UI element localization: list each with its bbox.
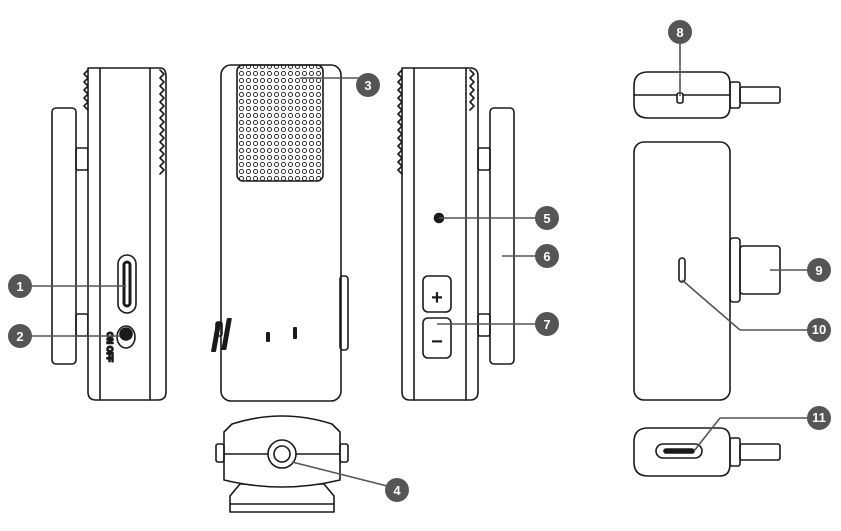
callout-10-number: 10 [812, 322, 826, 337]
transmitter-front-view [211, 64, 349, 402]
callout-2: 2 [8, 324, 32, 348]
brand-logo-icon [211, 318, 297, 352]
callout-6: 6 [535, 244, 559, 268]
callout-4-number: 4 [393, 483, 401, 498]
receiver-top-view [633, 71, 781, 119]
clip-right [489, 107, 515, 365]
callout-4: 4 [385, 478, 409, 502]
callout-5-number: 5 [543, 211, 550, 226]
on-off-switch [116, 325, 136, 349]
transmitter-left-view [51, 67, 167, 401]
audio-jack [267, 439, 297, 469]
callout-10: 10 [807, 318, 831, 342]
charging-port [655, 443, 703, 459]
callout-11: 11 [807, 406, 831, 430]
callout-11-number: 11 [812, 410, 826, 425]
callout-8: 8 [668, 20, 692, 44]
callout-7: 7 [535, 312, 559, 336]
clip-hinge [75, 147, 89, 171]
clip [51, 107, 77, 365]
indicator-light [678, 257, 686, 283]
callout-leaders [27, 44, 817, 489]
transmitter-right-view [397, 67, 515, 401]
callout-9-number: 9 [815, 263, 822, 278]
volume-minus-label: − [431, 331, 443, 353]
callout-7-number: 7 [543, 317, 550, 332]
power-button [117, 254, 137, 314]
callout-1-number: 1 [16, 279, 23, 294]
switch-on-label: ON [105, 332, 114, 344]
microphone-mesh [236, 64, 324, 182]
callout-2-number: 2 [16, 329, 23, 344]
callout-9: 9 [807, 258, 831, 282]
receiver-bottom-view [633, 427, 781, 477]
volume-down-button [422, 317, 452, 359]
transmitter-top-view [215, 415, 349, 513]
callout-5: 5 [535, 206, 559, 230]
receiver-front-view [633, 141, 781, 401]
callout-3: 3 [356, 73, 380, 97]
switch-off-label: OFF [105, 346, 114, 362]
callout-6-number: 6 [543, 249, 550, 264]
callout-8-number: 8 [676, 25, 683, 40]
callout-1: 1 [8, 274, 32, 298]
callout-3-number: 3 [364, 78, 371, 93]
volume-up-button [422, 275, 452, 313]
volume-plus-label: + [431, 287, 443, 309]
